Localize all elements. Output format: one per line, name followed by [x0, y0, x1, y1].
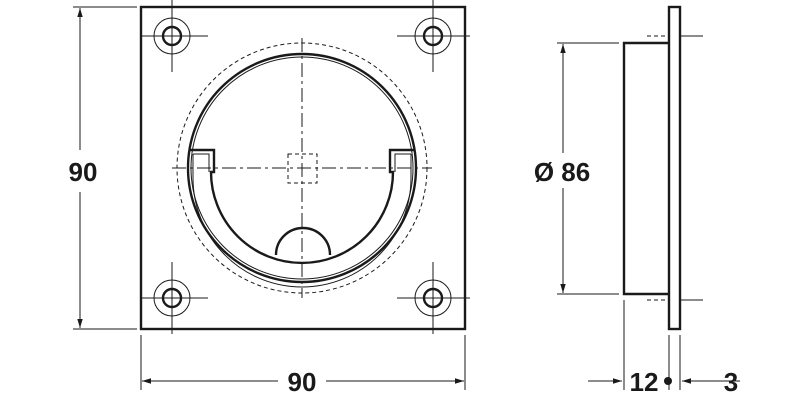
- ring-body: [622, 41, 668, 296]
- mounting-plate: [139, 5, 467, 331]
- height-dimension: 90: [69, 6, 137, 330]
- front-view: [139, 0, 470, 334]
- height-label: 90: [69, 157, 98, 187]
- screw-hole-bottom-left: [141, 262, 208, 334]
- diameter-dimension: Ø 86: [534, 42, 619, 295]
- depth-label: 12: [630, 367, 659, 397]
- flange: [667, 5, 682, 331]
- screw-hole-bottom-right: [397, 262, 470, 334]
- depth-dimension: 12 3: [588, 300, 740, 397]
- screw-hole-top-right: [397, 0, 470, 72]
- flange-thickness-label: 3: [724, 367, 738, 397]
- width-dimension: 90: [140, 335, 466, 397]
- finger-recess: [274, 226, 332, 256]
- width-label: 90: [288, 367, 317, 397]
- diameter-label: Ø 86: [534, 157, 590, 187]
- screw-hole-top-left: [141, 0, 208, 72]
- dimension-dot: [664, 377, 672, 385]
- side-view: [622, 5, 703, 331]
